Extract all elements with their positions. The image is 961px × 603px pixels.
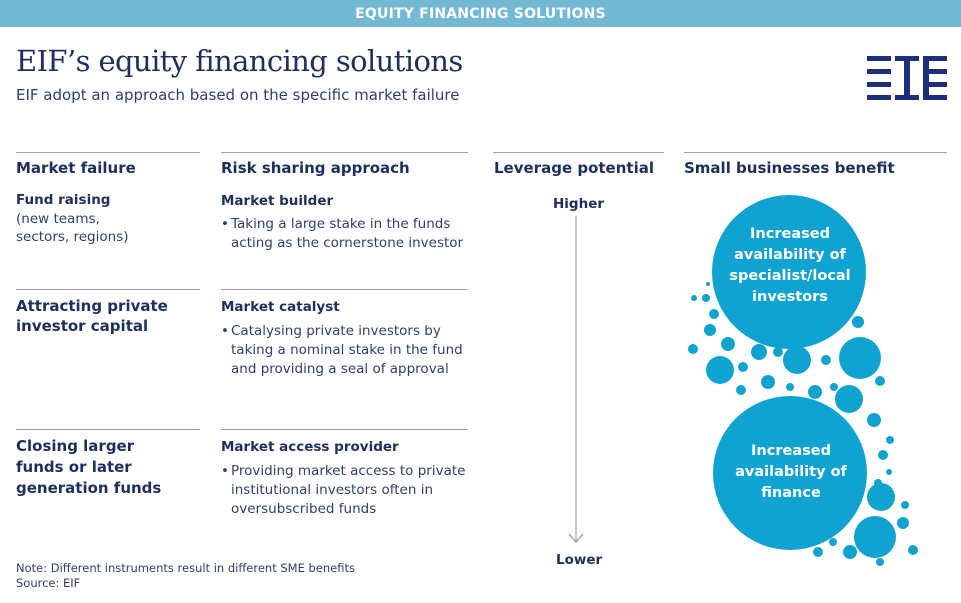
leverage-lower-label: Lower <box>556 552 603 568</box>
approach-market-builder: Market builder <box>221 193 334 209</box>
header-benefit: Small businesses benefit <box>684 159 895 177</box>
note-text: Note: Different instruments result in di… <box>16 561 355 575</box>
leverage-arrow-icon <box>568 216 584 544</box>
page-subtitle: EIF adopt an approach based on the speci… <box>16 86 460 104</box>
failure-fund-raising: Fund raising <box>16 192 111 208</box>
footnote: Note: Different instruments result in di… <box>16 561 355 591</box>
rule-leverage <box>493 152 664 153</box>
failure-larger-funds: Closing larger funds or later generation… <box>16 437 162 497</box>
header-risk-sharing: Risk sharing approach <box>221 159 410 177</box>
description-market-access: •Providing market access to private inst… <box>221 463 466 517</box>
rule-risk-sharing <box>221 152 468 153</box>
description-market-builder: •Taking a large stake in the funds actin… <box>221 216 464 251</box>
header-market-failure: Market failure <box>16 159 136 177</box>
failure-fund-raising-detail: (new teams, sectors, regions) <box>16 211 129 245</box>
leverage-higher-label: Higher <box>553 196 605 212</box>
description-market-catalyst: •Catalysing private investors by taking … <box>221 323 463 377</box>
rule-market-failure <box>16 152 200 153</box>
row-rule-3b <box>221 429 468 430</box>
eif-logo-icon <box>867 56 947 100</box>
rule-benefit <box>684 152 947 153</box>
section-banner: EQUITY FINANCING SOLUTIONS <box>0 0 961 27</box>
approach-market-catalyst: Market catalyst <box>221 299 340 315</box>
row-rule-2b <box>221 289 468 290</box>
benefit-finance: Increased availability of finance <box>735 443 847 501</box>
failure-private-capital: Attracting private investor capital <box>16 297 168 335</box>
header-leverage: Leverage potential <box>494 159 654 177</box>
page-title: EIF’s equity financing solutions <box>16 44 463 78</box>
approach-market-access: Market access provider <box>221 439 399 455</box>
row-rule-2a <box>16 289 200 290</box>
benefit-specialist-investors: Increased availability of specialist/loc… <box>729 226 851 305</box>
row-rule-3a <box>16 429 200 430</box>
source-text: Source: EIF <box>16 576 81 590</box>
